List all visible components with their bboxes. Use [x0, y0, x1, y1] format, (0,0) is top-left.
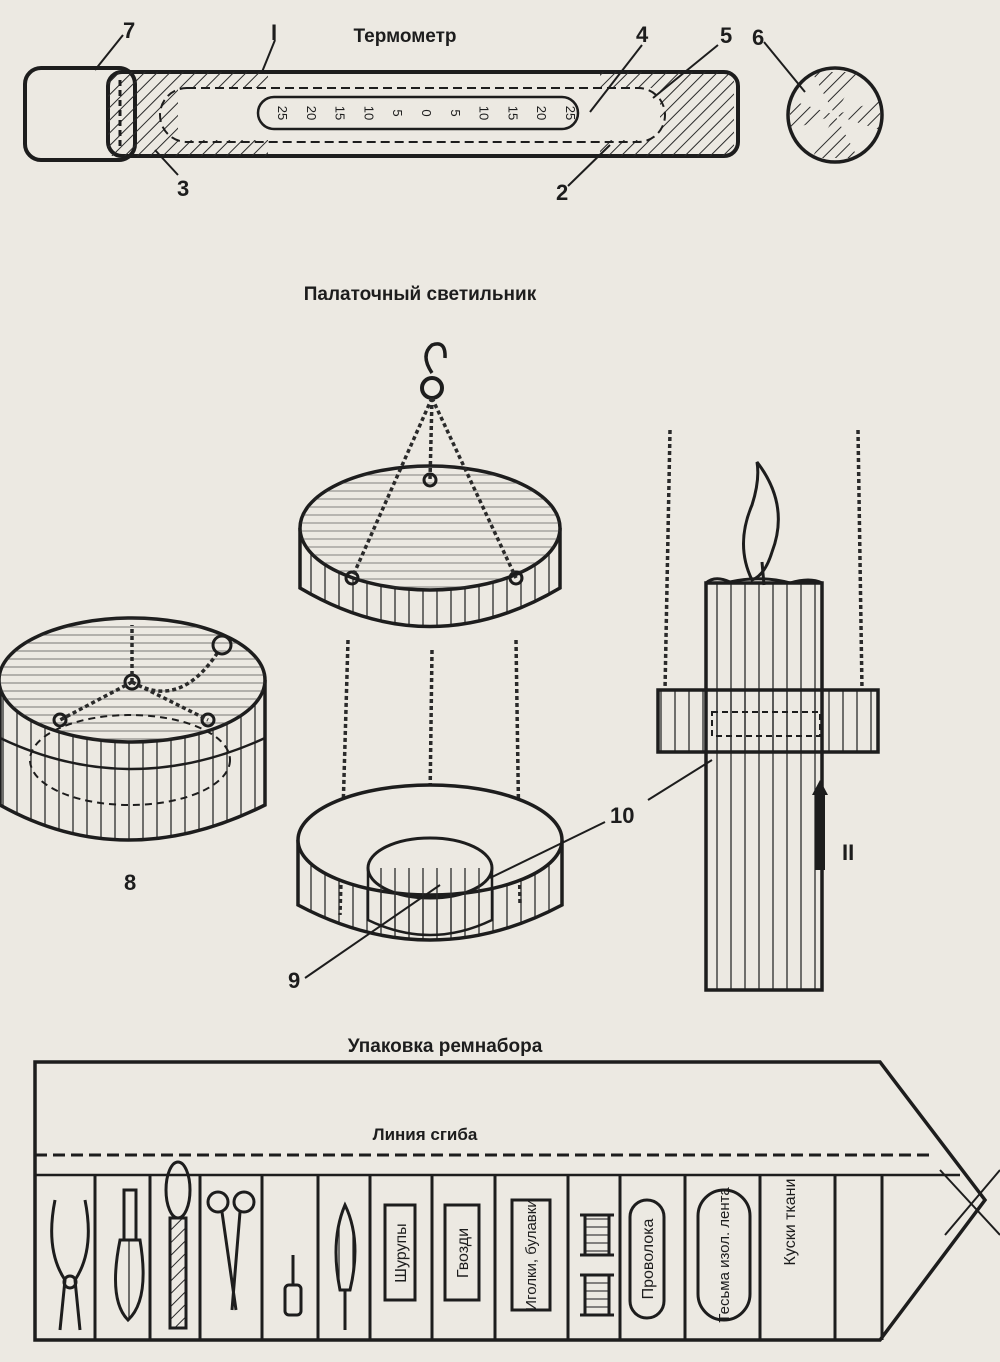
- callout-3: 3: [177, 176, 189, 201]
- spool-icon: [580, 1213, 614, 1317]
- label-fabric: Куски ткани: [782, 1179, 799, 1266]
- scale-mark: 5: [448, 109, 463, 116]
- label-tape: Тесьма изол. лента: [716, 1187, 733, 1323]
- scale-mark: 15: [505, 106, 520, 120]
- thermometer-scale: 25 20 15 10 5 0 5 10 15 20 25: [275, 106, 578, 120]
- repair-kit-figure: Упаковка ремнабора Линия сгиба: [33, 1036, 1000, 1342]
- pliers-icon: [50, 1199, 90, 1331]
- thermometer-end-disc: [786, 66, 884, 164]
- label-nails: Гвозди: [455, 1228, 472, 1278]
- callout-7: 7: [123, 18, 135, 43]
- thermometer-callouts: 7 I 4 5 6 3 2: [123, 18, 764, 205]
- callout-11: II: [842, 840, 854, 865]
- candle-ring: [656, 688, 880, 754]
- hook-icon: [424, 342, 447, 374]
- scale-mark: 5: [390, 109, 405, 116]
- label-needles: Иголки, булавки: [523, 1199, 540, 1310]
- fold-line-label: Линия сгиба: [373, 1125, 478, 1144]
- lamp-callouts: 8 9 10 II: [124, 803, 854, 993]
- callout-9: 9: [288, 968, 300, 993]
- thermometer-scale-plate: [256, 95, 580, 131]
- scale-mark: 20: [304, 106, 319, 120]
- thermometer-title: Термометр: [353, 26, 456, 47]
- scale-mark: 10: [361, 106, 376, 120]
- label-screws: Шурупы: [393, 1223, 410, 1282]
- scale-mark: 15: [333, 106, 348, 120]
- callout-2: 2: [556, 180, 568, 205]
- scale-mark: 0: [419, 109, 434, 116]
- knife-icon: [334, 1201, 357, 1330]
- callout-8: 8: [124, 870, 136, 895]
- scissors-icon: [206, 1190, 256, 1311]
- screwdriver-icon: [114, 1188, 145, 1323]
- lamp-packed: [0, 616, 267, 842]
- label-wire: Проволока: [640, 1218, 657, 1299]
- glass-tube: [159, 87, 666, 143]
- lamp-suspended: [296, 342, 564, 942]
- scale-mark: 20: [534, 106, 549, 120]
- scale-mark: 10: [477, 106, 492, 120]
- callout-1: I: [271, 20, 277, 45]
- scale-mark: 25: [563, 106, 578, 120]
- scale-mark: 25: [275, 106, 290, 120]
- flame-icon: [742, 461, 780, 582]
- callout-5: 5: [720, 23, 732, 48]
- kit-labels: Шурупы Гвозди Иголки, булавки Проволока …: [393, 1179, 799, 1323]
- kit-title: Упаковка ремнабора: [348, 1036, 543, 1057]
- file-icon: [164, 1160, 192, 1330]
- callout-6: 6: [752, 25, 764, 50]
- thermometer-right-block: [660, 72, 734, 156]
- tent-lamp-figure: Палаточный светильник: [0, 284, 880, 993]
- candle: [704, 581, 824, 992]
- lamp-title: Палаточный светильник: [304, 284, 537, 305]
- awl-icon: [283, 1255, 303, 1317]
- candle-holder-detail: [656, 429, 880, 992]
- callout-10: 10: [610, 803, 634, 828]
- kit-outline: [33, 1060, 988, 1342]
- callout-4: 4: [636, 22, 649, 47]
